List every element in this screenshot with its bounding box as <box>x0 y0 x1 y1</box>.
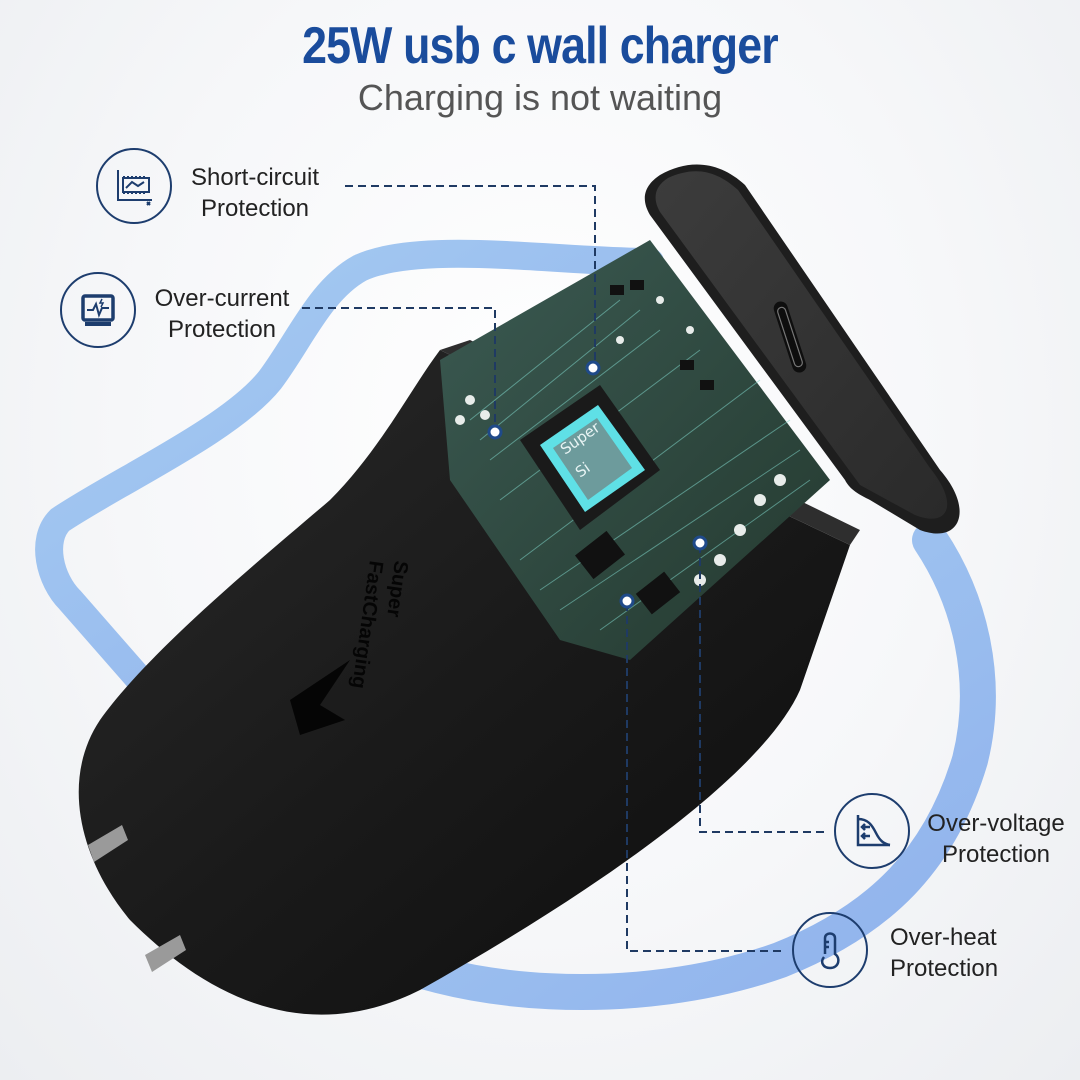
over-voltage-badge <box>834 793 910 869</box>
callout-dots <box>487 360 708 609</box>
voltage-curve-icon <box>856 815 891 847</box>
over-heat-label: Over-heat Protection <box>890 924 999 982</box>
thermometer-icon <box>821 932 840 970</box>
short-circuit-label: Short-circuit Protection <box>190 164 320 222</box>
circuit-board-icon <box>117 170 152 206</box>
over-voltage-label: Over-voltage Protection <box>927 810 1065 868</box>
page-title: 25W usb c wall charger <box>302 17 779 75</box>
short-circuit-badge <box>96 148 172 224</box>
usb-c-face <box>644 164 960 534</box>
page-subtitle: Charging is not waiting <box>357 77 723 118</box>
over-current-label: Over-current Protection <box>154 285 290 343</box>
plug-prongs <box>88 825 186 972</box>
super-si-chip: Super Si <box>520 385 660 530</box>
usb-cable <box>35 239 996 1010</box>
over-current-badge <box>60 272 136 348</box>
usb-c-port <box>773 301 807 373</box>
monitor-pulse-icon <box>81 294 115 326</box>
callout-lines <box>302 185 828 952</box>
lightning-logo <box>290 660 350 735</box>
over-heat-badge <box>792 912 868 988</box>
